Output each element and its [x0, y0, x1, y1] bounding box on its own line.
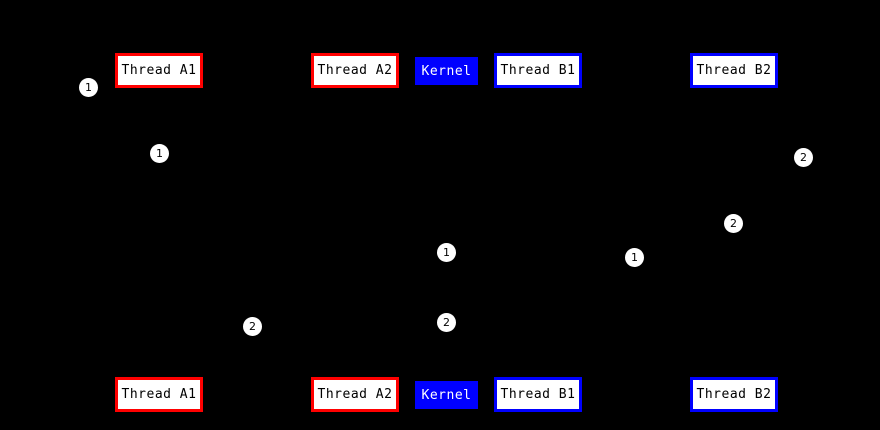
step-number: 2: [800, 151, 807, 164]
message-arrow-4: [252, 326, 446, 327]
step-bullet-1d: 1: [625, 248, 644, 267]
step-number: 1: [443, 246, 450, 259]
step-number: 2: [443, 316, 450, 329]
step-bullet-2a: 2: [794, 148, 813, 167]
step-bullet-2c: 2: [243, 317, 262, 336]
step-bullet-1a: 1: [79, 78, 98, 97]
participant-thread-a1-top[interactable]: Thread A1: [115, 53, 203, 88]
lifeline-thread-a1: [159, 88, 160, 377]
participant-thread-b2-bottom[interactable]: Thread B2: [690, 377, 778, 412]
participant-label: Thread B1: [500, 63, 576, 78]
participant-thread-b1-bottom[interactable]: Thread B1: [494, 377, 582, 412]
participant-thread-a2-bottom[interactable]: Thread A2: [311, 377, 399, 412]
participant-label: Thread A1: [121, 387, 197, 402]
step-bullet-2d: 2: [437, 313, 456, 332]
participant-label: Thread A2: [317, 63, 393, 78]
participant-kernel-top[interactable]: Kernel: [415, 57, 478, 85]
participant-label: Thread A2: [317, 387, 393, 402]
participant-thread-a1-bottom[interactable]: Thread A1: [115, 377, 203, 412]
participant-label: Thread A1: [121, 63, 197, 78]
step-number: 2: [249, 320, 256, 333]
participant-kernel-bottom[interactable]: Kernel: [415, 381, 478, 409]
step-bullet-1b: 1: [150, 144, 169, 163]
participant-thread-b1-top[interactable]: Thread B1: [494, 53, 582, 88]
step-bullet-1c: 1: [437, 243, 456, 262]
step-number: 1: [631, 251, 638, 264]
lifeline-thread-a2: [355, 88, 356, 377]
message-arrow-3: [446, 257, 634, 258]
lifeline-kernel: [446, 85, 447, 377]
lifeline-thread-b1: [538, 88, 539, 377]
participant-label: Thread B1: [500, 387, 576, 402]
message-arrow-2: [538, 223, 734, 224]
participant-label: Thread B2: [696, 63, 772, 78]
step-number: 1: [156, 147, 163, 160]
step-number: 2: [730, 217, 737, 230]
participant-label: Thread B2: [696, 387, 772, 402]
participant-label: Kernel: [421, 387, 472, 403]
step-bullet-2b: 2: [724, 214, 743, 233]
step-number: 1: [85, 81, 92, 94]
participant-thread-a2-top[interactable]: Thread A2: [311, 53, 399, 88]
message-arrow-1: [159, 153, 355, 154]
participant-thread-b2-top[interactable]: Thread B2: [690, 53, 778, 88]
participant-label: Kernel: [421, 63, 472, 79]
